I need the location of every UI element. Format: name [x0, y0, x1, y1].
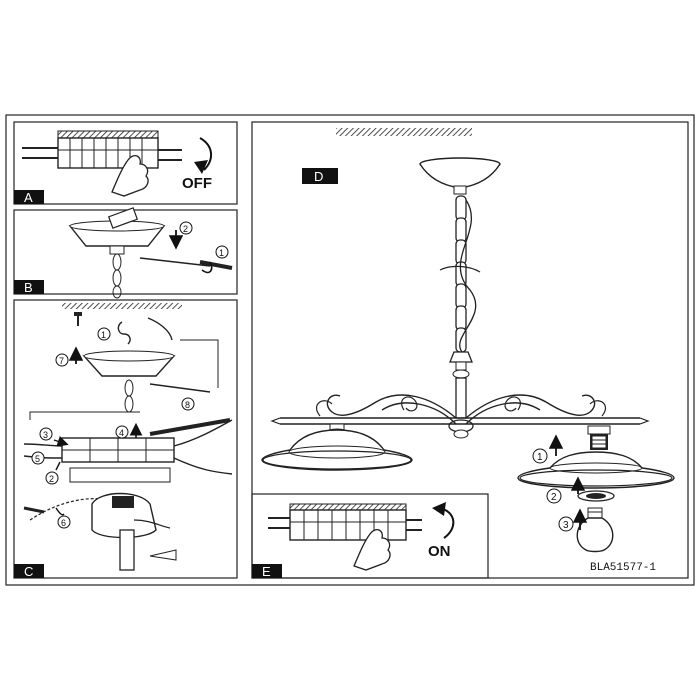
panel-c-step-1: 1 [101, 330, 106, 340]
panel-c-step-3: 3 [43, 430, 48, 440]
panel-c-step-4: 4 [119, 428, 124, 438]
panel-c-step-5: 5 [35, 454, 40, 464]
panel-c: 1 7 8 3 [13, 299, 238, 579]
lamp-shade-icon [261, 423, 413, 471]
lamp-shade-icon [517, 451, 675, 489]
terminal-block-icon [61, 437, 175, 463]
panel-d: D [251, 121, 689, 579]
panel-e: ON E [251, 493, 489, 579]
panel-c-step-7: 7 [59, 356, 64, 366]
off-arrow-icon [199, 137, 212, 171]
panel-b-label: B [24, 280, 33, 295]
panel-d-step-3: 3 [563, 520, 569, 531]
panel-a-label: A [24, 190, 33, 205]
hand-icon [353, 529, 391, 571]
panel-e-action-text: ON [428, 543, 451, 560]
hand-icon [111, 155, 149, 197]
panel-a-action-text: OFF [182, 175, 212, 192]
chain-icon [439, 195, 481, 353]
panel-b-step-1: 1 [219, 248, 224, 258]
bulb-icon [576, 507, 614, 553]
panel-a: OFF A [13, 121, 238, 205]
panel-c-step-6: 6 [61, 518, 66, 528]
panel-e-label: E [262, 564, 271, 579]
ring-icon [577, 490, 615, 502]
panel-c-label: C [24, 564, 33, 579]
terminal-block-icon [289, 503, 407, 541]
terminal-block-icon [57, 130, 159, 169]
panel-d-step-2: 2 [551, 492, 557, 503]
panel-c-step-2: 2 [49, 474, 54, 484]
panel-d-label: D [314, 169, 323, 184]
panel-c-step-8: 8 [185, 400, 190, 410]
panel-b: 2 1 B [13, 207, 238, 299]
socket-icon [587, 425, 611, 450]
panel-b-step-2: 2 [183, 224, 188, 234]
outer-frame [5, 114, 695, 586]
panel-d-step-1: 1 [537, 452, 543, 463]
canopy-icon [419, 157, 501, 195]
model-code: BLA51577-1 [590, 562, 656, 574]
